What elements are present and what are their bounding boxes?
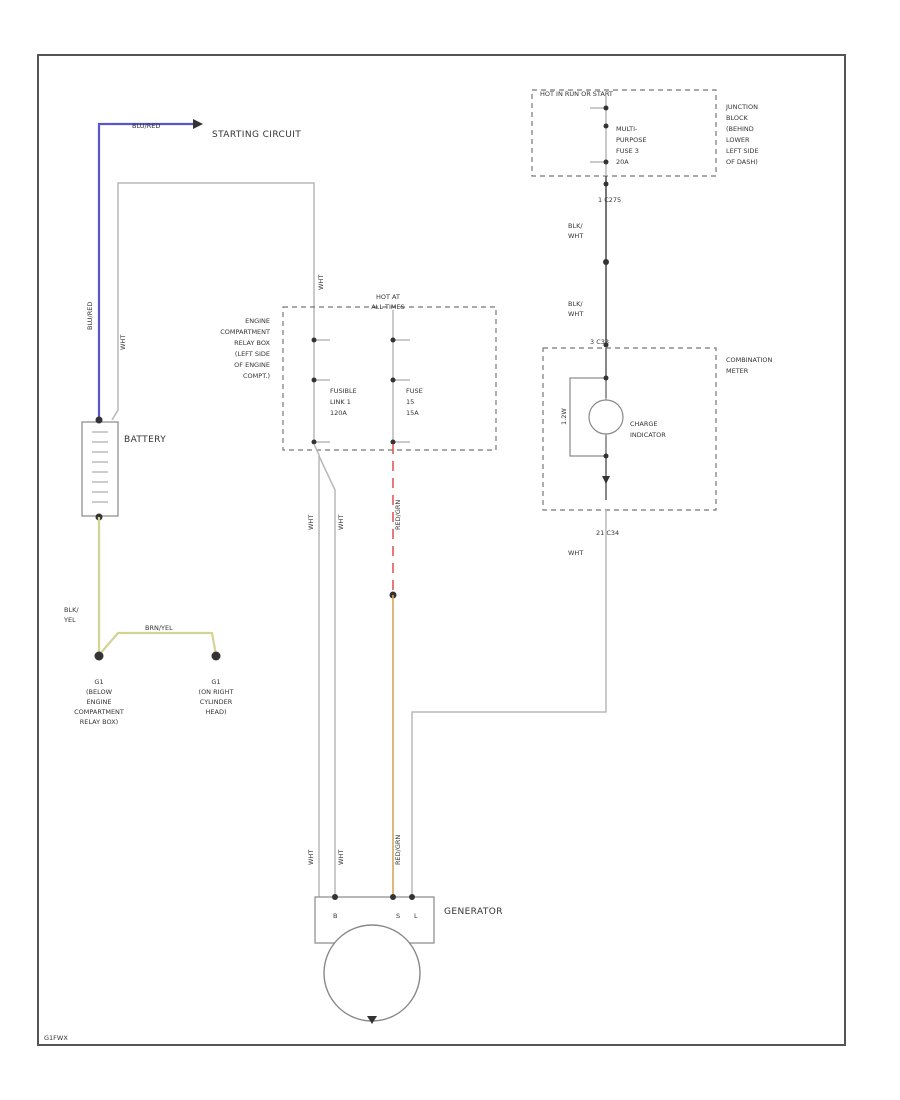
svg-text:RELAY BOX): RELAY BOX) bbox=[80, 718, 118, 726]
svg-text:COMPT.): COMPT.) bbox=[243, 372, 270, 380]
svg-text:G1: G1 bbox=[94, 678, 103, 686]
charge-indicator-label: CHARGE INDICATOR bbox=[630, 420, 666, 439]
battery-to-relay-wire bbox=[111, 182, 315, 421]
svg-text:OF DASH): OF DASH) bbox=[726, 158, 758, 166]
figure-id: G1FWX bbox=[44, 1034, 68, 1042]
connector-c34: 21 C34 bbox=[596, 529, 619, 537]
svg-text:COMPARTMENT: COMPARTMENT bbox=[220, 328, 270, 336]
junction-block bbox=[531, 89, 717, 177]
battery-label: BATTERY bbox=[124, 435, 166, 445]
ground-right-label: G1 (ON RIGHT CYLINDER HEAD) bbox=[199, 678, 234, 716]
svg-text:G1: G1 bbox=[211, 678, 220, 686]
red-grn-vtag-2: RED/GRN bbox=[394, 835, 402, 865]
svg-text:ENGINE: ENGINE bbox=[245, 317, 270, 325]
svg-text:COMBINATION: COMBINATION bbox=[726, 356, 772, 364]
junction-block-internals bbox=[590, 96, 609, 176]
svg-text:FUSIBLE: FUSIBLE bbox=[330, 387, 357, 395]
blk-wht-label-4: WHT bbox=[568, 310, 583, 318]
svg-text:ENGINE: ENGINE bbox=[87, 698, 112, 706]
svg-text:(ON RIGHT: (ON RIGHT bbox=[199, 688, 234, 696]
meter-side-label: 1.2W bbox=[560, 408, 568, 425]
svg-text:20A: 20A bbox=[616, 158, 629, 166]
starting-circuit-wire bbox=[97, 119, 203, 420]
svg-text:LOWER: LOWER bbox=[726, 136, 750, 144]
svg-text:(BEHIND: (BEHIND bbox=[726, 125, 754, 133]
red-grn-vtag: RED/GRN bbox=[394, 500, 402, 530]
svg-text:FUSE: FUSE bbox=[406, 387, 423, 395]
gen-wht-vtag-2: WHT bbox=[337, 850, 345, 865]
svg-text:OF ENGINE: OF ENGINE bbox=[234, 361, 270, 369]
relay-box bbox=[282, 306, 497, 451]
svg-text:PURPOSE: PURPOSE bbox=[616, 136, 646, 144]
wht-relay-vtag: WHT bbox=[317, 275, 325, 290]
charge-indicator bbox=[569, 348, 624, 500]
blk-yel-label-2: YEL bbox=[63, 616, 76, 624]
blk-wht-label-2: WHT bbox=[568, 232, 583, 240]
blu-red-vtag: BLU/RED bbox=[86, 302, 94, 330]
blk-yel-label-1: BLK/ bbox=[64, 606, 79, 614]
svg-text:LINK 1: LINK 1 bbox=[330, 398, 351, 406]
wht-top-vtag: WHT bbox=[119, 335, 127, 350]
relay-box-label: ENGINE COMPARTMENT RELAY BOX (LEFT SIDE … bbox=[220, 317, 270, 380]
brn-yel-tag: BRN/YEL bbox=[145, 624, 173, 632]
hot-in-run: HOT IN RUN OR START bbox=[540, 90, 613, 98]
combination-meter bbox=[542, 347, 717, 511]
svg-text:INDICATOR: INDICATOR bbox=[630, 431, 666, 439]
gen-terminal-l: L bbox=[414, 912, 418, 920]
ground-left-label: G1 (BELOW ENGINE COMPARTMENT RELAY BOX) bbox=[74, 678, 124, 726]
svg-text:15: 15 bbox=[406, 398, 414, 406]
generator-label: GENERATOR bbox=[444, 907, 503, 917]
ground-wires bbox=[94, 517, 221, 661]
relay-to-gen-wire-1 bbox=[313, 443, 320, 900]
svg-text:BLOCK: BLOCK bbox=[726, 114, 749, 122]
generator bbox=[314, 894, 435, 1024]
svg-text:LEFT SIDE: LEFT SIDE bbox=[726, 147, 759, 155]
fusible-link-label: FUSIBLE LINK 1 120A bbox=[330, 387, 357, 417]
fuse-to-gen-wire bbox=[389, 444, 397, 900]
connector-c275: 1 C275 bbox=[598, 196, 621, 204]
hot-at-all-times: HOT AT bbox=[376, 293, 400, 301]
combination-meter-label: COMBINATION METER bbox=[726, 356, 772, 375]
svg-text:(LEFT SIDE: (LEFT SIDE bbox=[235, 350, 270, 358]
wht-meter-label: WHT bbox=[568, 549, 583, 557]
svg-text:RELAY BOX: RELAY BOX bbox=[234, 339, 270, 347]
svg-text:120A: 120A bbox=[330, 409, 347, 417]
wht-vtag-2: WHT bbox=[337, 515, 345, 530]
hot-at-all-times-2: ALL TIMES bbox=[371, 303, 404, 311]
svg-text:METER: METER bbox=[726, 367, 749, 375]
svg-text:HEAD): HEAD) bbox=[206, 708, 227, 716]
relay-to-gen-wire-2 bbox=[318, 455, 336, 900]
wht-vtag-1: WHT bbox=[307, 515, 315, 530]
battery bbox=[81, 416, 119, 521]
gen-terminal-b: B bbox=[333, 912, 337, 920]
svg-text:(BELOW: (BELOW bbox=[86, 688, 113, 696]
svg-text:15A: 15A bbox=[406, 409, 419, 417]
gen-wht-vtag-1: WHT bbox=[307, 850, 315, 865]
multi-fuse-label: MULTI- PURPOSE FUSE 3 20A bbox=[616, 125, 646, 166]
svg-text:CHARGE: CHARGE bbox=[630, 420, 658, 428]
junction-block-label: JUNCTION BLOCK (BEHIND LOWER LEFT SIDE O… bbox=[725, 103, 759, 166]
svg-text:COMPARTMENT: COMPARTMENT bbox=[74, 708, 124, 716]
relay-box-internals bbox=[311, 310, 410, 445]
svg-text:CYLINDER: CYLINDER bbox=[200, 698, 233, 706]
starting-circuit-label: STARTING CIRCUIT bbox=[212, 130, 301, 140]
svg-text:FUSE 3: FUSE 3 bbox=[616, 147, 639, 155]
junction-to-meter-wire bbox=[603, 176, 609, 348]
fuse-15-label: FUSE 15 15A bbox=[406, 387, 423, 417]
meter-to-gen-wire bbox=[411, 510, 607, 900]
blk-wht-label-3: BLK/ bbox=[568, 300, 583, 308]
gen-terminal-s: S bbox=[396, 912, 400, 920]
svg-text:JUNCTION: JUNCTION bbox=[725, 103, 758, 111]
svg-text:MULTI-: MULTI- bbox=[616, 125, 638, 133]
blk-wht-label-1: BLK/ bbox=[568, 222, 583, 230]
diagram-frame bbox=[37, 54, 846, 1046]
blu-red-tag: BLU/RED bbox=[132, 122, 160, 130]
connector-c33: 3 C33 bbox=[590, 338, 609, 346]
